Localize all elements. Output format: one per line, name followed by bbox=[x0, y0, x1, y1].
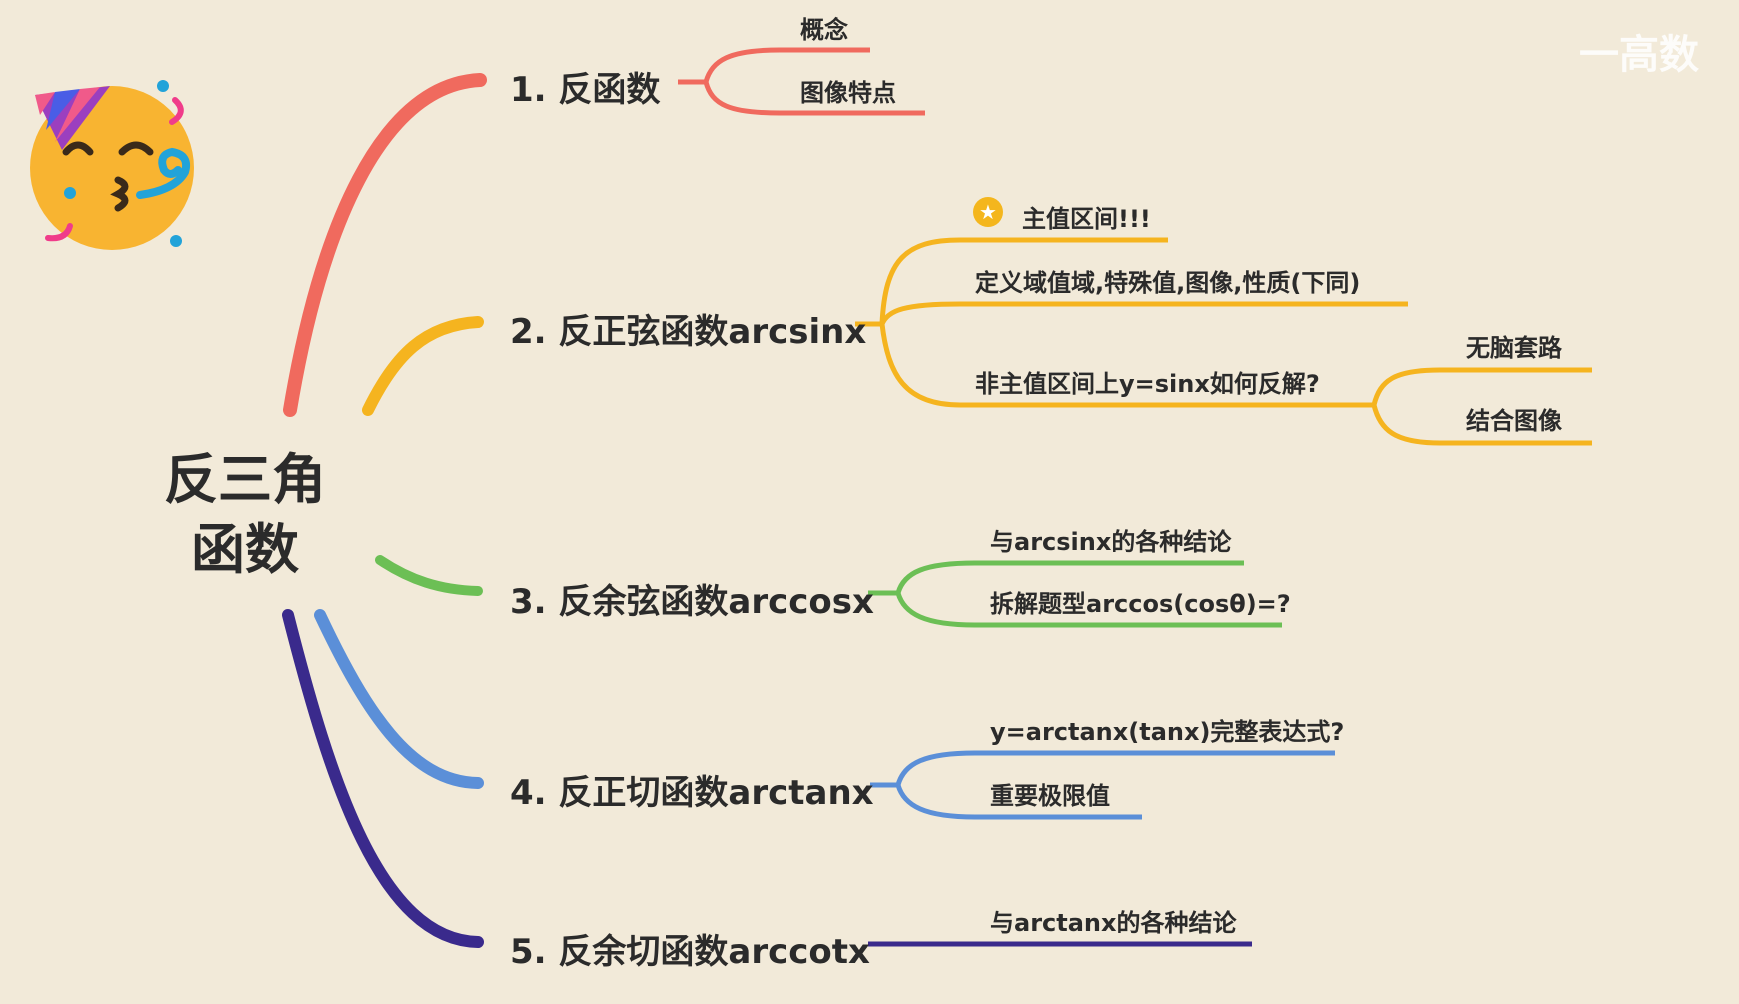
leaf-3-problem[interactable]: 拆解题型arccos(cosθ)=? bbox=[990, 590, 1291, 618]
leaf-2-principal[interactable]: 主值区间!!! bbox=[1022, 205, 1151, 233]
connector-branch-5 bbox=[282, 609, 484, 948]
connector-3-a bbox=[868, 560, 1244, 596]
leaf-4-expression[interactable]: y=arctanx(tanx)完整表达式? bbox=[990, 718, 1345, 746]
connector-3-b bbox=[895, 592, 1282, 628]
leaf-3-relations[interactable]: 与arcsinx的各种结论 bbox=[990, 528, 1232, 556]
party-face-icon bbox=[30, 80, 194, 250]
leaf-2-inverse-1[interactable]: 无脑套路 bbox=[1466, 334, 1562, 362]
root-line-1: 反三角 bbox=[164, 448, 326, 511]
leaf-1-concept[interactable]: 概念 bbox=[800, 16, 848, 44]
leaf-5-relations[interactable]: 与arctanx的各种结论 bbox=[990, 909, 1237, 937]
leaf-2-inverse-2[interactable]: 结合图像 bbox=[1466, 407, 1562, 435]
connector-branch-4 bbox=[314, 609, 484, 789]
connector-4-b bbox=[895, 784, 1142, 820]
root-node[interactable]: 反三角 函数 bbox=[150, 445, 340, 585]
connector-2-c bbox=[879, 323, 1374, 408]
leaf-4-limits[interactable]: 重要极限值 bbox=[990, 782, 1110, 810]
connector-1-b bbox=[703, 81, 925, 116]
root-line-2: 函数 bbox=[191, 518, 299, 581]
connector-branch-1 bbox=[283, 73, 487, 417]
leaf-2-inverse[interactable]: 非主值区间上y=sinx如何反解? bbox=[975, 370, 1320, 398]
connector-4-a bbox=[870, 750, 1335, 788]
branch-5-label[interactable]: 5. 反余切函数arccotx bbox=[510, 932, 870, 972]
watermark: 一高数 bbox=[1579, 32, 1699, 78]
branch-1-label[interactable]: 1. 反函数 bbox=[510, 70, 661, 110]
branch-4-label[interactable]: 4. 反正切函数arctanx bbox=[510, 773, 874, 813]
leaf-1-graph[interactable]: 图像特点 bbox=[800, 79, 896, 107]
branch-3-label[interactable]: 3. 反余弦函数arccosx bbox=[510, 582, 874, 622]
connector-2-a bbox=[855, 237, 1168, 327]
connector-2-b bbox=[879, 301, 1408, 326]
connector-2-c-2 bbox=[1371, 404, 1592, 446]
leaf-2-properties[interactable]: 定义域值域,特殊值,图像,性质(下同) bbox=[975, 269, 1361, 297]
branch-2-label[interactable]: 2. 反正弦函数arcsinx bbox=[510, 312, 867, 352]
connector-2-c-1 bbox=[1371, 367, 1592, 406]
star-icon: ★ bbox=[973, 197, 1003, 227]
connector-branch-2 bbox=[362, 316, 484, 416]
connector-branch-3 bbox=[375, 555, 483, 596]
connector-1-a bbox=[678, 47, 870, 85]
